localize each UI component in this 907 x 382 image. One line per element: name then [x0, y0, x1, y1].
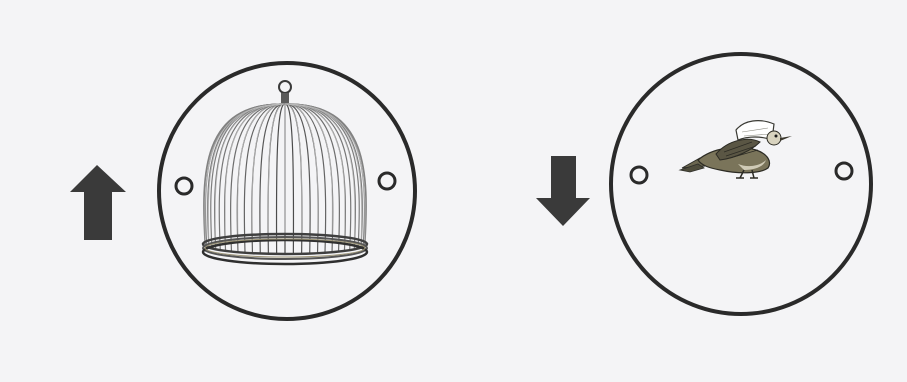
cage-bar [285, 104, 359, 248]
bird-icon [680, 121, 792, 178]
left-disc-hole-right [379, 173, 395, 189]
down-arrow-icon [536, 156, 590, 226]
cage-bar [277, 104, 285, 254]
up-arrow-icon [70, 165, 126, 240]
left-panel [70, 63, 415, 319]
bird-cage-icon [203, 81, 367, 264]
right-panel [536, 54, 871, 314]
cage-hanging-ring [279, 81, 291, 93]
cage-knob [281, 93, 289, 103]
cage-bar [285, 104, 293, 254]
right-disc [611, 54, 871, 314]
right-disc-hole-left [631, 167, 647, 183]
right-disc-hole-right [836, 163, 852, 179]
left-disc-hole-left [176, 178, 192, 194]
cage-bar [211, 104, 285, 248]
